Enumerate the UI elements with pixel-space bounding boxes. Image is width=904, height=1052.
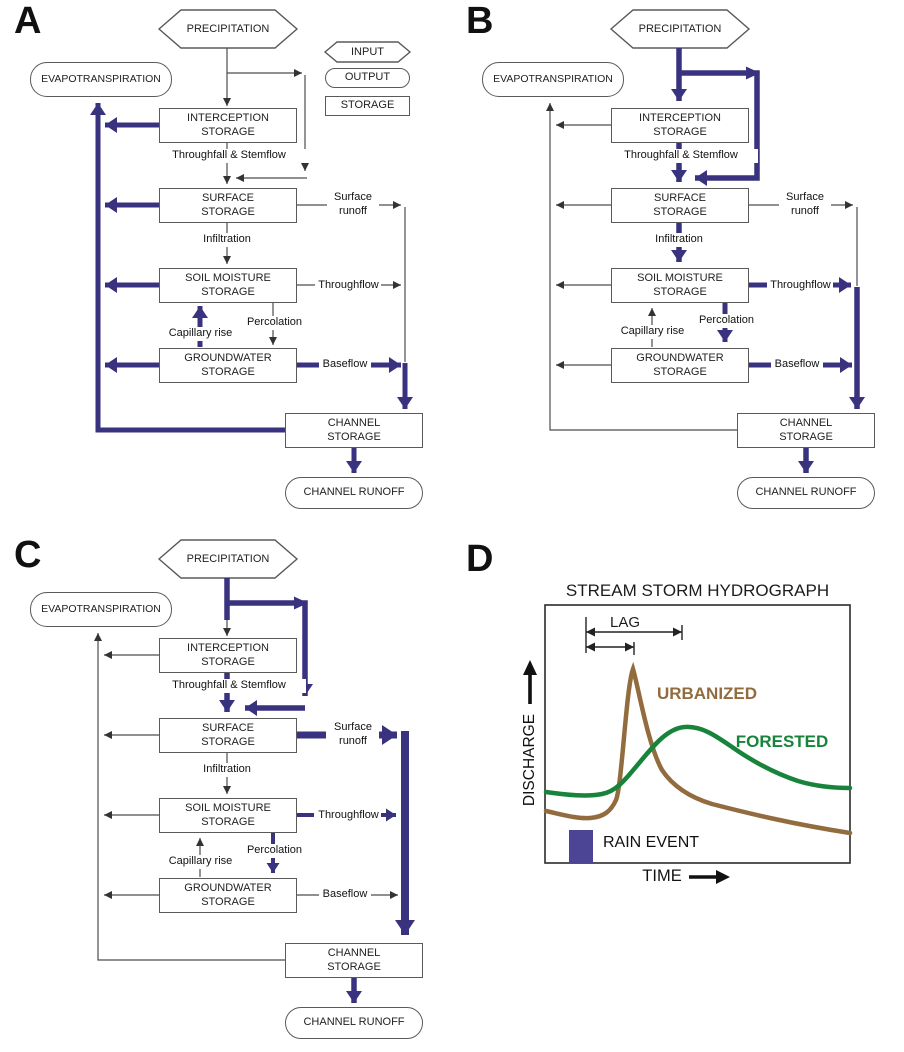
panel-b-letter: B [466, 0, 495, 42]
node-surface-storage: SURFACE STORAGE [611, 188, 749, 223]
precipitation-hexagon [157, 539, 299, 579]
y-axis-label: DISCHARGE [521, 713, 538, 807]
flow-surface-runoff-label: Surface runoff [327, 721, 379, 749]
node-surface-storage: SURFACE STORAGE [159, 188, 297, 223]
flow-surface-runoff-label: Surface runoff [327, 191, 379, 219]
node-groundwater-storage: GROUNDWATER STORAGE [159, 348, 297, 383]
time-axis-arrow [716, 870, 730, 884]
flow-throughflow-label: Throughflow [316, 809, 381, 823]
legend-output: OUTPUT [325, 68, 410, 88]
node-channel-runoff: CHANNEL RUNOFF [285, 477, 423, 509]
node-evapotranspiration: EVAPOTRANSPIRATION [30, 592, 172, 627]
panel-d-hydrograph: D STREAM STORM HYDROGRAPH LAG URBANIZED … [452, 530, 904, 1052]
flow-capillary-rise-label: Capillary rise [163, 855, 238, 869]
flow-throughfall-label: Throughfall & Stemflow [152, 679, 306, 693]
node-groundwater-storage: GROUNDWATER STORAGE [159, 878, 297, 913]
flow-baseflow-label: Baseflow [319, 888, 371, 902]
forested-series-label: FORESTED [735, 732, 829, 751]
lag-label: LAG [603, 614, 647, 631]
rain-event-bar [569, 830, 593, 863]
flow-capillary-rise-label: Capillary rise [615, 325, 690, 339]
flow-baseflow-label: Baseflow [319, 358, 371, 372]
panel-c-letter: C [14, 534, 43, 576]
node-channel-runoff: CHANNEL RUNOFF [285, 1007, 423, 1039]
x-axis-label: TIME [642, 867, 682, 885]
hydrograph-title: STREAM STORM HYDROGRAPH [565, 581, 830, 600]
precipitation-hexagon [157, 9, 299, 49]
flow-infiltration-label: Infiltration [196, 763, 258, 777]
flow-infiltration-label: Infiltration [196, 233, 258, 247]
node-interception-storage: INTERCEPTION STORAGE [159, 108, 297, 143]
urbanized-curve [543, 661, 853, 836]
flow-capillary-rise-label: Capillary rise [163, 327, 238, 341]
panel-a-flowchart: A PRECIPITATION INPUT OUTPUT STORAGE EVA… [0, 0, 452, 530]
node-surface-storage: SURFACE STORAGE [159, 718, 297, 753]
node-channel-storage: CHANNEL STORAGE [285, 943, 423, 978]
flow-throughfall-label: Throughfall & Stemflow [604, 149, 758, 163]
node-channel-runoff: CHANNEL RUNOFF [737, 477, 875, 509]
flow-throughflow-label: Throughflow [768, 279, 833, 293]
panel-b-flowchart: B PRECIPITATION EVAPOTRANSPIRATION INTER… [452, 0, 904, 530]
flow-surface-runoff-label: Surface runoff [779, 191, 831, 219]
flow-percolation-label: Percolation [244, 316, 305, 330]
hydrograph-plot [523, 604, 853, 884]
forested-curve [543, 724, 853, 798]
node-evapotranspiration: EVAPOTRANSPIRATION [482, 62, 624, 97]
node-interception-storage: INTERCEPTION STORAGE [611, 108, 749, 143]
node-soil-moisture-storage: SOIL MOISTURE STORAGE [159, 798, 297, 833]
flow-throughflow-label: Throughflow [316, 279, 381, 293]
node-groundwater-storage: GROUNDWATER STORAGE [611, 348, 749, 383]
legend-storage: STORAGE [325, 96, 410, 116]
node-soil-moisture-storage: SOIL MOISTURE STORAGE [611, 268, 749, 303]
flow-infiltration-label: Infiltration [648, 233, 710, 247]
panel-c-flowchart: C PRECIPITATION EVAPOTRANSPIRATION INTER [0, 530, 452, 1052]
urbanized-series-label: URBANIZED [656, 684, 758, 703]
node-soil-moisture-storage: SOIL MOISTURE STORAGE [159, 268, 297, 303]
node-channel-storage: CHANNEL STORAGE [737, 413, 875, 448]
precipitation-hexagon [609, 9, 751, 49]
node-interception-storage: INTERCEPTION STORAGE [159, 638, 297, 673]
node-precipitation: PRECIPITATION [638, 23, 722, 35]
node-precipitation: PRECIPITATION [186, 23, 270, 35]
legend-input-label: INPUT [351, 46, 384, 58]
panel-b-arrows [546, 9, 865, 473]
legend-input-hexagon [323, 41, 412, 63]
discharge-axis-arrow [523, 660, 537, 675]
rain-event-label: RAIN EVENT [603, 834, 700, 851]
flow-throughfall-label: Throughfall & Stemflow [152, 149, 306, 163]
flow-percolation-label: Percolation [696, 314, 757, 328]
node-channel-storage: CHANNEL STORAGE [285, 413, 423, 448]
panel-a-letter: A [14, 0, 43, 42]
flow-percolation-label: Percolation [244, 844, 305, 858]
node-evapotranspiration: EVAPOTRANSPIRATION [30, 62, 172, 97]
panel-d-letter: D [466, 538, 495, 580]
node-precipitation: PRECIPITATION [186, 553, 270, 565]
flow-baseflow-label: Baseflow [771, 358, 823, 372]
